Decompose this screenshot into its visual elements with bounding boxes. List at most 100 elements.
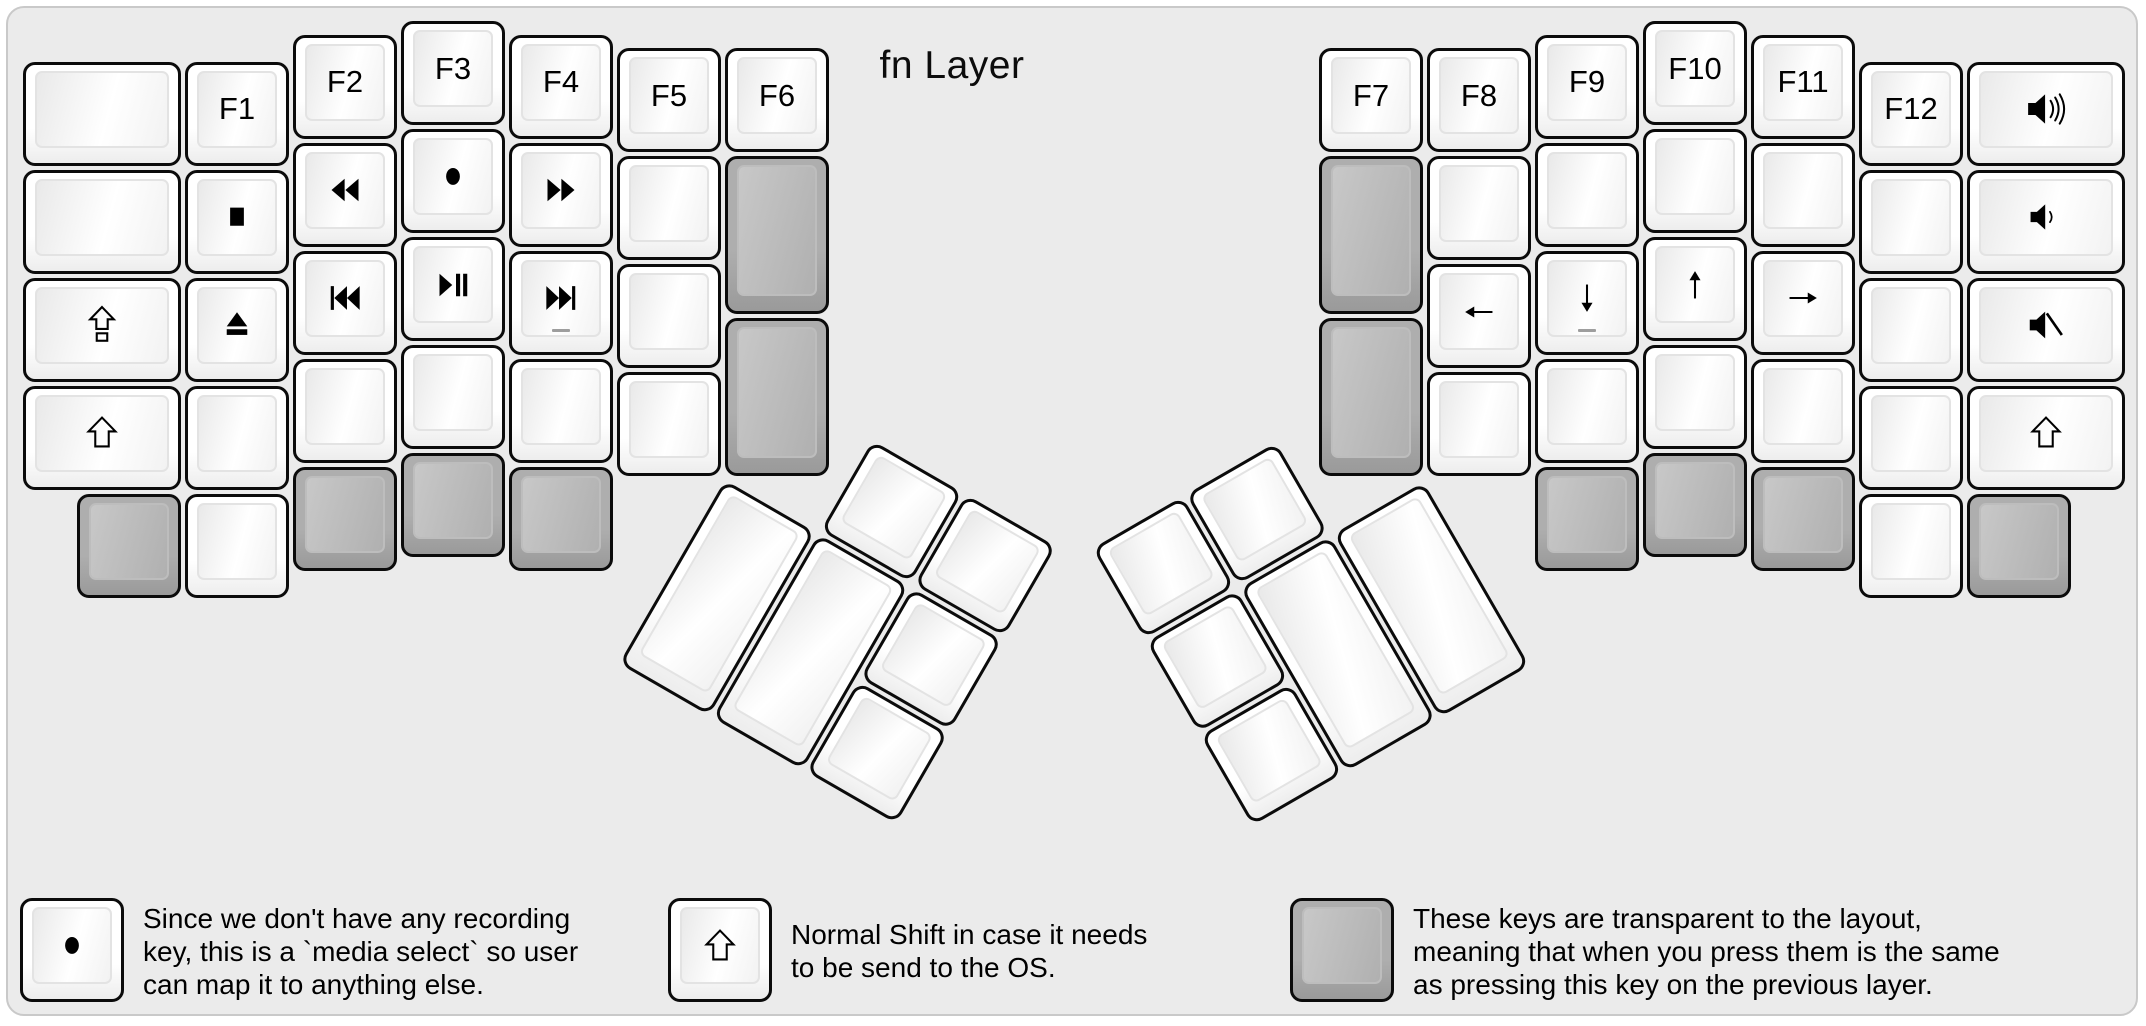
key-f6[interactable]: F6 — [725, 48, 829, 152]
key-blank[interactable] — [1751, 358, 1855, 463]
key-volume-up[interactable] — [1967, 61, 2125, 166]
shift-icon — [704, 928, 736, 960]
keytop — [629, 273, 709, 350]
key-eject[interactable] — [185, 277, 289, 382]
key-f3[interactable]: F3 — [401, 21, 505, 125]
keytop — [1439, 381, 1519, 458]
keytop — [521, 475, 601, 553]
keytop — [521, 151, 601, 229]
key-shift[interactable] — [23, 385, 181, 490]
key-transparent[interactable] — [1319, 156, 1423, 314]
key-transparent[interactable] — [1643, 453, 1747, 557]
key-blank[interactable] — [617, 156, 721, 260]
key-f4[interactable]: F4 — [509, 34, 613, 139]
key-blank[interactable] — [1859, 385, 1963, 490]
keytop — [1200, 456, 1309, 563]
keytop: F2 — [305, 43, 385, 121]
key-blank[interactable] — [1427, 372, 1531, 476]
key-transparent[interactable] — [509, 466, 613, 571]
key-blank[interactable] — [23, 61, 181, 166]
keytop — [1979, 178, 2113, 256]
key-f8[interactable]: F8 — [1427, 48, 1531, 152]
key-play-pause[interactable] — [401, 237, 505, 341]
keytop — [1655, 246, 1735, 323]
key-blank[interactable] — [1859, 493, 1963, 598]
keytop — [1763, 259, 1843, 337]
key-blank[interactable] — [1643, 345, 1747, 449]
key-transparent[interactable] — [293, 466, 397, 571]
key-label: F8 — [1460, 77, 1498, 113]
keytop — [1763, 475, 1843, 553]
key-blank[interactable] — [1859, 169, 1963, 274]
key-blank[interactable] — [1535, 358, 1639, 463]
key-f5[interactable]: F5 — [617, 48, 721, 152]
key-blank[interactable] — [1859, 277, 1963, 382]
keytop — [197, 178, 277, 256]
key-transparent[interactable] — [1967, 493, 2071, 598]
key-next-track[interactable] — [509, 250, 613, 355]
keytop — [1215, 697, 1324, 805]
keytop — [1655, 354, 1735, 431]
keytop: F6 — [737, 57, 817, 134]
key-blank[interactable] — [1535, 142, 1639, 247]
key-f9[interactable]: F9 — [1535, 34, 1639, 139]
key-record[interactable] — [401, 129, 505, 233]
key-shift[interactable] — [1967, 385, 2125, 490]
key-f10[interactable]: F10 — [1643, 21, 1747, 125]
key-f12[interactable]: F12 — [1859, 61, 1963, 166]
keytop — [1439, 165, 1519, 242]
key-stop[interactable] — [185, 169, 289, 274]
key-f11[interactable]: F11 — [1751, 34, 1855, 139]
legend-text: These keys are transparent to the layout… — [1413, 902, 2000, 1001]
keytop — [413, 462, 493, 539]
key-blank[interactable] — [509, 358, 613, 463]
key-blank[interactable] — [185, 385, 289, 490]
key-blank[interactable] — [617, 372, 721, 476]
legend-line: to be send to the OS. — [791, 952, 1056, 983]
legend-line: meaning that when you press them is the … — [1413, 935, 2000, 967]
key-caps-lock[interactable] — [23, 277, 181, 382]
key-arrow-left[interactable] — [1427, 264, 1531, 368]
key-blank[interactable] — [1643, 129, 1747, 233]
keytop: F1 — [197, 70, 277, 148]
key-arrow-up[interactable] — [1643, 237, 1747, 341]
key-f2[interactable]: F2 — [293, 34, 397, 139]
key-transparent[interactable] — [1535, 466, 1639, 571]
keytop: F9 — [1547, 43, 1627, 121]
key-transparent[interactable] — [401, 453, 505, 557]
key-blank[interactable] — [1751, 142, 1855, 247]
key-blank[interactable] — [617, 264, 721, 368]
ffwd-icon — [547, 178, 575, 202]
key-transparent[interactable] — [1751, 466, 1855, 571]
key-arrow-right[interactable] — [1751, 250, 1855, 355]
key-prev-track[interactable] — [293, 250, 397, 355]
keytop — [839, 454, 948, 561]
key-blank[interactable] — [23, 169, 181, 274]
key-transparent[interactable] — [725, 156, 829, 314]
keytop — [1439, 273, 1519, 350]
keytop — [35, 286, 169, 364]
key-volume-down[interactable] — [1967, 169, 2125, 274]
keytop — [629, 165, 709, 242]
key-arrow-down[interactable] — [1535, 250, 1639, 355]
key-fast-forward[interactable] — [509, 142, 613, 247]
keytop — [1871, 394, 1951, 472]
key-mute[interactable] — [1967, 277, 2125, 382]
keytop — [1655, 462, 1735, 539]
keytop — [197, 286, 277, 364]
keytop — [32, 907, 112, 984]
keytop — [521, 259, 601, 337]
key-blank[interactable] — [1427, 156, 1531, 260]
key-f1[interactable]: F1 — [185, 61, 289, 166]
key-label: F7 — [1352, 77, 1390, 113]
key-transparent[interactable] — [725, 318, 829, 476]
key-transparent[interactable] — [1319, 318, 1423, 476]
key-label: F5 — [650, 77, 688, 113]
key-blank[interactable] — [293, 358, 397, 463]
key-transparent[interactable] — [77, 493, 181, 598]
key-f7[interactable]: F7 — [1319, 48, 1423, 152]
key-blank[interactable] — [185, 493, 289, 598]
key-rewind[interactable] — [293, 142, 397, 247]
key-blank[interactable] — [401, 345, 505, 449]
